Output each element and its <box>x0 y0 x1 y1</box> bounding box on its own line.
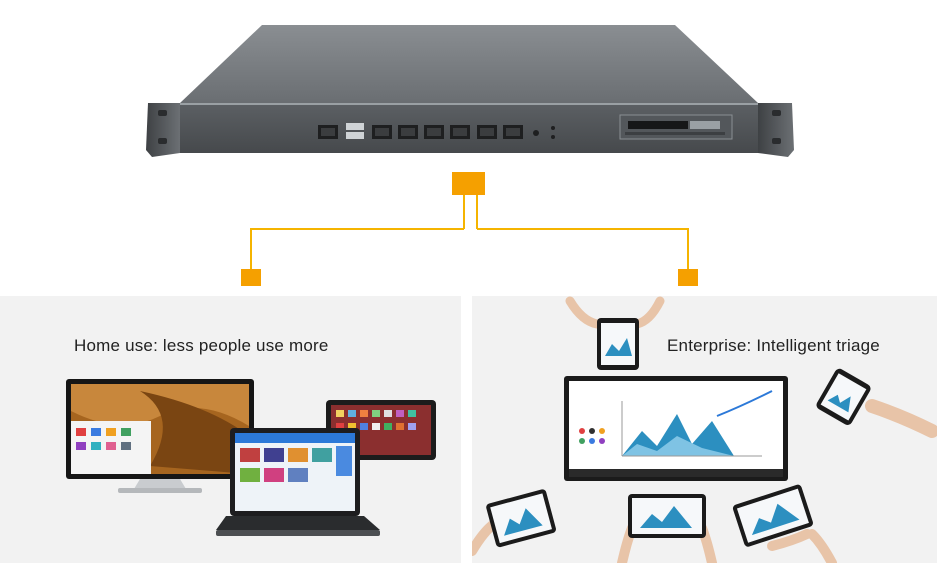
lan-port-3 <box>424 125 444 139</box>
handheld-phone-right <box>816 368 937 438</box>
lan-port-6 <box>503 125 523 139</box>
home-devices-illustration <box>66 379 436 536</box>
enterprise-panel: Enterprise: Intelligent triage <box>472 296 937 563</box>
handheld-tablet-bottom-right <box>732 484 837 563</box>
hub-node <box>452 172 485 195</box>
console-port <box>318 125 338 139</box>
status-led <box>551 126 555 130</box>
usb-port <box>346 123 364 139</box>
status-led <box>551 135 555 139</box>
right-rack-ear <box>758 103 794 157</box>
interactive-display <box>564 376 788 481</box>
connector-tree <box>250 193 689 270</box>
power-button <box>533 130 539 136</box>
enterprise-node <box>678 269 698 286</box>
lan-port-1 <box>372 125 392 139</box>
desktop-monitor <box>66 379 254 493</box>
lan-port-2 <box>398 125 418 139</box>
enterprise-devices-illustration <box>472 296 937 563</box>
handheld-tablet-top <box>565 296 665 370</box>
laptop-device <box>216 428 380 536</box>
handheld-tablet-bottom-center <box>617 494 717 563</box>
home-node <box>241 269 261 286</box>
home-use-caption: Home use: less people use more <box>74 336 329 355</box>
lan-port-5 <box>477 125 497 139</box>
drive-bay <box>619 114 733 140</box>
lan-port-4 <box>450 125 470 139</box>
home-use-panel: Home use: less people use more <box>0 296 461 563</box>
handheld-tablet-bottom-left <box>472 489 556 556</box>
left-rack-ear <box>146 103 180 157</box>
chassis-top <box>180 25 758 103</box>
hardware-diagram <box>146 25 794 286</box>
enterprise-caption: Enterprise: Intelligent triage <box>667 336 880 355</box>
